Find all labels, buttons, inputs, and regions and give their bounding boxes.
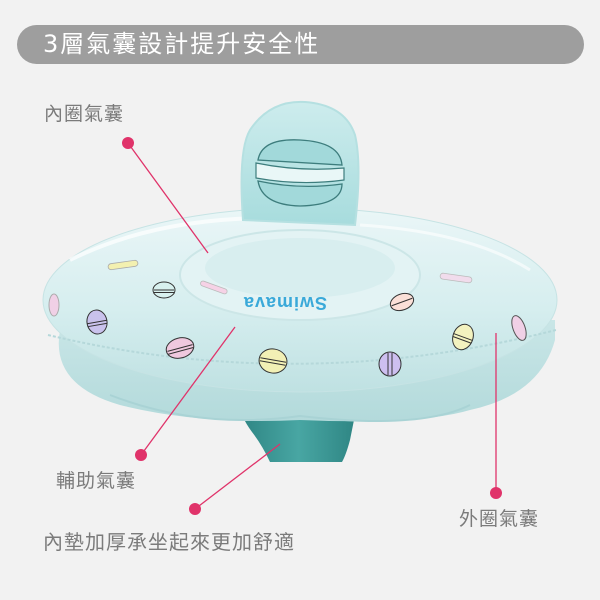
seat-bottom [242, 415, 355, 462]
macaron-icon [86, 309, 108, 335]
macaron-icon [452, 323, 474, 351]
macaron-icon [378, 351, 402, 377]
backrest [240, 100, 360, 227]
callout-dot [490, 487, 502, 499]
macaron-icon [48, 293, 60, 317]
title-banner: 3層氣囊設計提升安全性 [17, 25, 584, 64]
callout-inner [122, 137, 209, 254]
brand-logo: Swimava [243, 293, 327, 313]
label-inner-ring: 內圈氣囊 [44, 103, 125, 125]
macaron-icon [389, 292, 415, 312]
macaron-icon [258, 348, 288, 374]
label-seat-cushion: 內墊加厚承坐起來更加舒適 [43, 530, 295, 554]
macaron-icon [165, 337, 195, 359]
callout-dot [189, 503, 201, 515]
callout-dot [135, 449, 147, 461]
callout-seat [189, 443, 281, 515]
banner-title: 3層氣囊設計提升安全性 [43, 30, 321, 58]
macaron-icon [152, 281, 176, 299]
macaron-prints [48, 259, 527, 377]
brand-logo-text: Swimava [243, 293, 327, 313]
label-outer-ring: 外圈氣囊 [459, 508, 540, 530]
backrest-macaron-icon [255, 139, 345, 207]
macaron-icon [511, 315, 527, 341]
label-auxiliary: 輔助氣囊 [56, 470, 137, 492]
callout-dot [122, 137, 134, 149]
callout-outer [490, 333, 502, 499]
callout-auxiliary [135, 326, 236, 461]
